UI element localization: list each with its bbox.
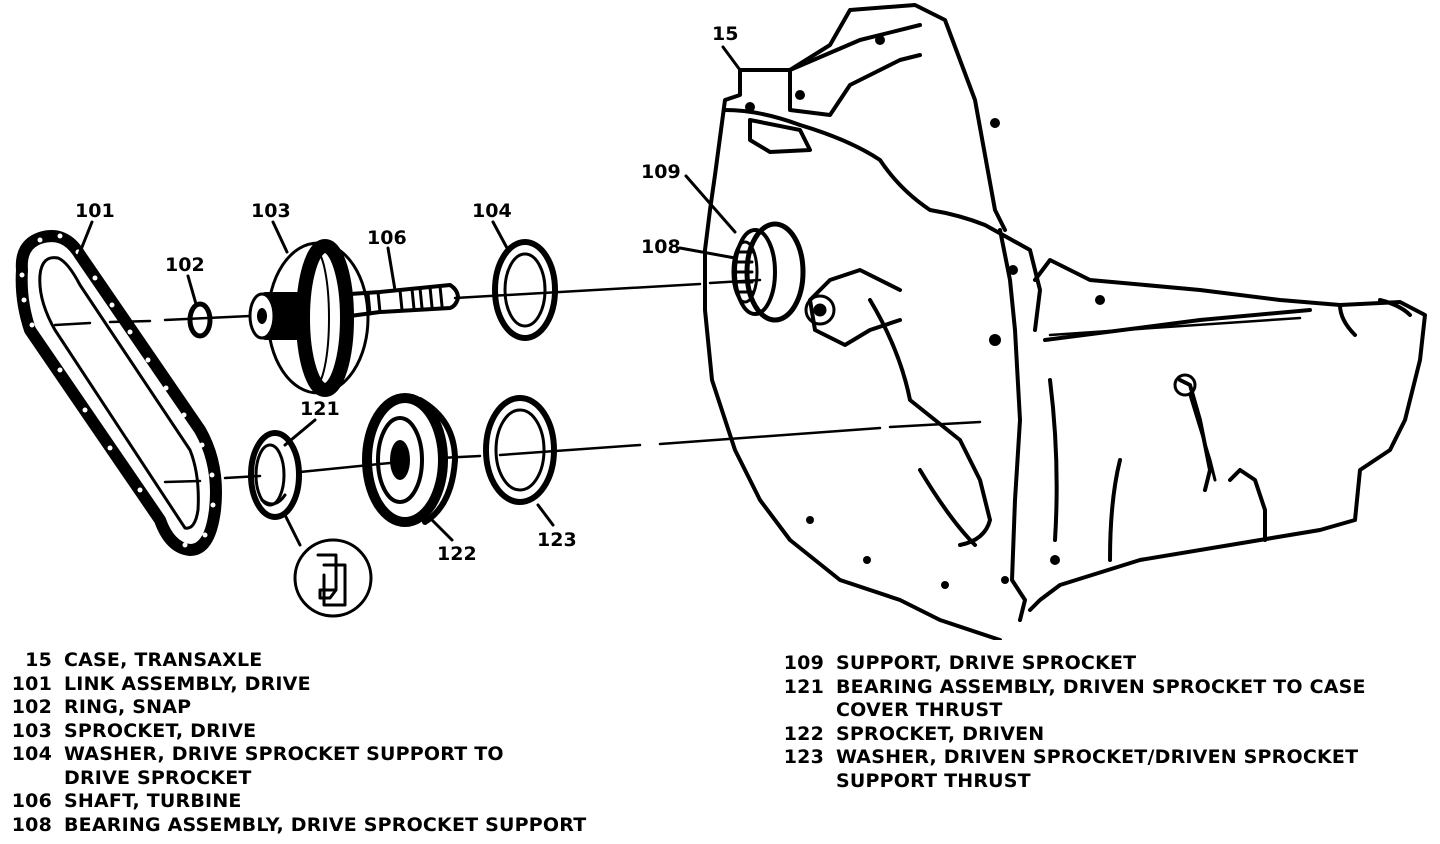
legend-part-number: 106 <box>11 790 52 812</box>
callout-108: 108 <box>641 236 681 258</box>
legend-part-number: 108 <box>11 813 52 836</box>
legend-part-number: 102 <box>11 696 52 718</box>
legend-row: 123 WASHER, DRIVEN SPROCKET/DRIVEN SPROCK… <box>770 746 1366 770</box>
legend-part-description: SUPPORT, DRIVE SPROCKET <box>836 652 1137 674</box>
leader-104 <box>491 220 509 250</box>
legend-part-number: 15 <box>25 649 52 671</box>
legend-part-number: 123 <box>783 746 824 768</box>
snap-ring-102 <box>187 301 213 339</box>
turbine-shaft-106 <box>348 283 460 318</box>
callout-102: 102 <box>165 254 205 276</box>
legend-part-description: BEARING ASSEMBLY, DRIVEN SPROCKET TO CAS… <box>836 675 1366 698</box>
legend-part-description: SUPPORT THRUST <box>836 769 1031 792</box>
leader-109 <box>684 174 737 234</box>
callout-15: 15 <box>712 23 738 45</box>
bearing-assembly-108 <box>731 240 759 304</box>
driven-sprocket-122 <box>362 393 458 527</box>
transaxle-case-15 <box>703 3 1427 640</box>
callout-labels: 101 102 103 106 104 15 109 108 121 122 1… <box>75 23 738 565</box>
link-assembly-101 <box>15 230 222 556</box>
callout-123: 123 <box>537 529 577 551</box>
upper-axis-line <box>53 278 762 327</box>
legend-row: 15 CASE, TRANSAXLE <box>0 649 586 673</box>
case-axis-line <box>1048 316 1302 337</box>
legend-row: 104 WASHER, DRIVE SPROCKET SUPPORT TO <box>0 743 586 767</box>
legend-row: DRIVE SPROCKET <box>0 767 586 791</box>
leader-121 <box>283 418 317 447</box>
callout-109: 109 <box>641 161 681 183</box>
case-bolt-holes <box>745 35 1105 589</box>
legend-part-number <box>0 767 64 791</box>
legend-row: 109 SUPPORT, DRIVE SPROCKET <box>770 652 1366 676</box>
leader-102 <box>186 274 198 306</box>
legend-row: 103 SPROCKET, DRIVE <box>0 720 586 744</box>
axis-lines <box>53 278 1302 484</box>
legend-row: COVER THRUST <box>770 699 1366 723</box>
drive-sprocket-103 <box>248 239 370 397</box>
exploded-view-diagram: 101 102 103 106 104 15 109 108 121 122 1… <box>15 3 1427 640</box>
legend-part-description: WASHER, DRIVE SPROCKET SUPPORT TO <box>64 743 504 765</box>
legend-part-description: COVER THRUST <box>836 699 1003 721</box>
callout-121: 121 <box>300 398 340 420</box>
leader-103 <box>271 220 289 254</box>
parts-legend-right: 109 SUPPORT, DRIVE SPROCKET 121 BEARING ASS… <box>770 652 1366 793</box>
legend-part-description: RING, SNAP <box>64 696 192 718</box>
washer-123 <box>483 395 557 505</box>
legend-part-description: SPROCKET, DRIVE <box>64 719 257 742</box>
legend-part-number <box>770 770 836 794</box>
legend-part-number: 122 <box>783 722 824 745</box>
legend-part-number <box>770 699 836 723</box>
lower-axis-line <box>163 420 982 484</box>
legend-part-description: SHAFT, TURBINE <box>64 790 242 812</box>
legend-row: 102 RING, SNAP <box>0 696 586 720</box>
leader-101 <box>76 220 94 259</box>
leader-122 <box>430 518 454 542</box>
legend-part-description: SPROCKET, DRIVEN <box>836 722 1045 745</box>
legend-row: 121 BEARING ASSEMBLY, DRIVEN SPROCKET TO … <box>770 676 1366 700</box>
case-pump-detail <box>804 294 1217 482</box>
leader-15 <box>721 45 742 72</box>
legend-row: 122 SPROCKET, DRIVEN <box>770 723 1366 747</box>
callout-103: 103 <box>251 200 291 222</box>
washer-104 <box>492 239 558 341</box>
leader-106 <box>386 246 397 292</box>
legend-part-number: 121 <box>783 675 824 698</box>
legend-part-description: BEARING ASSEMBLY, DRIVE SPROCKET SUPPORT <box>64 813 587 836</box>
legend-row: 101 LINK ASSEMBLY, DRIVE <box>0 673 586 697</box>
legend-row: 106 SHAFT, TURBINE <box>0 790 586 814</box>
callout-122: 122 <box>437 543 477 565</box>
callout-101: 101 <box>75 200 115 222</box>
leader-108 <box>678 246 737 260</box>
callout-106: 106 <box>367 227 407 249</box>
leader-lines <box>76 45 742 547</box>
bearing-assembly-121 <box>248 430 302 520</box>
legend-part-number: 103 <box>11 719 52 742</box>
callout-104: 104 <box>472 200 512 222</box>
legend-part-description: LINK ASSEMBLY, DRIVE <box>64 672 311 695</box>
legend-part-number: 104 <box>11 743 52 765</box>
legend-part-description: DRIVE SPROCKET <box>64 766 252 789</box>
legend-row: 108 BEARING ASSEMBLY, DRIVE SPROCKET SUPP… <box>0 814 586 838</box>
legend-row: SUPPORT THRUST <box>770 770 1366 794</box>
legend-part-number: 109 <box>783 652 824 674</box>
parts-legend-left: 15 CASE, TRANSAXLE 101 LINK ASSEMBLY, DRIVE… <box>0 649 586 837</box>
leader-123 <box>536 503 555 527</box>
leader-detail <box>283 513 302 547</box>
legend-part-number: 101 <box>11 672 52 695</box>
legend-part-description: WASHER, DRIVEN SPROCKET/DRIVEN SPROCKET <box>836 746 1359 768</box>
legend-part-description: CASE, TRANSAXLE <box>64 649 263 671</box>
retaining-clip-detail-icon <box>293 538 373 618</box>
